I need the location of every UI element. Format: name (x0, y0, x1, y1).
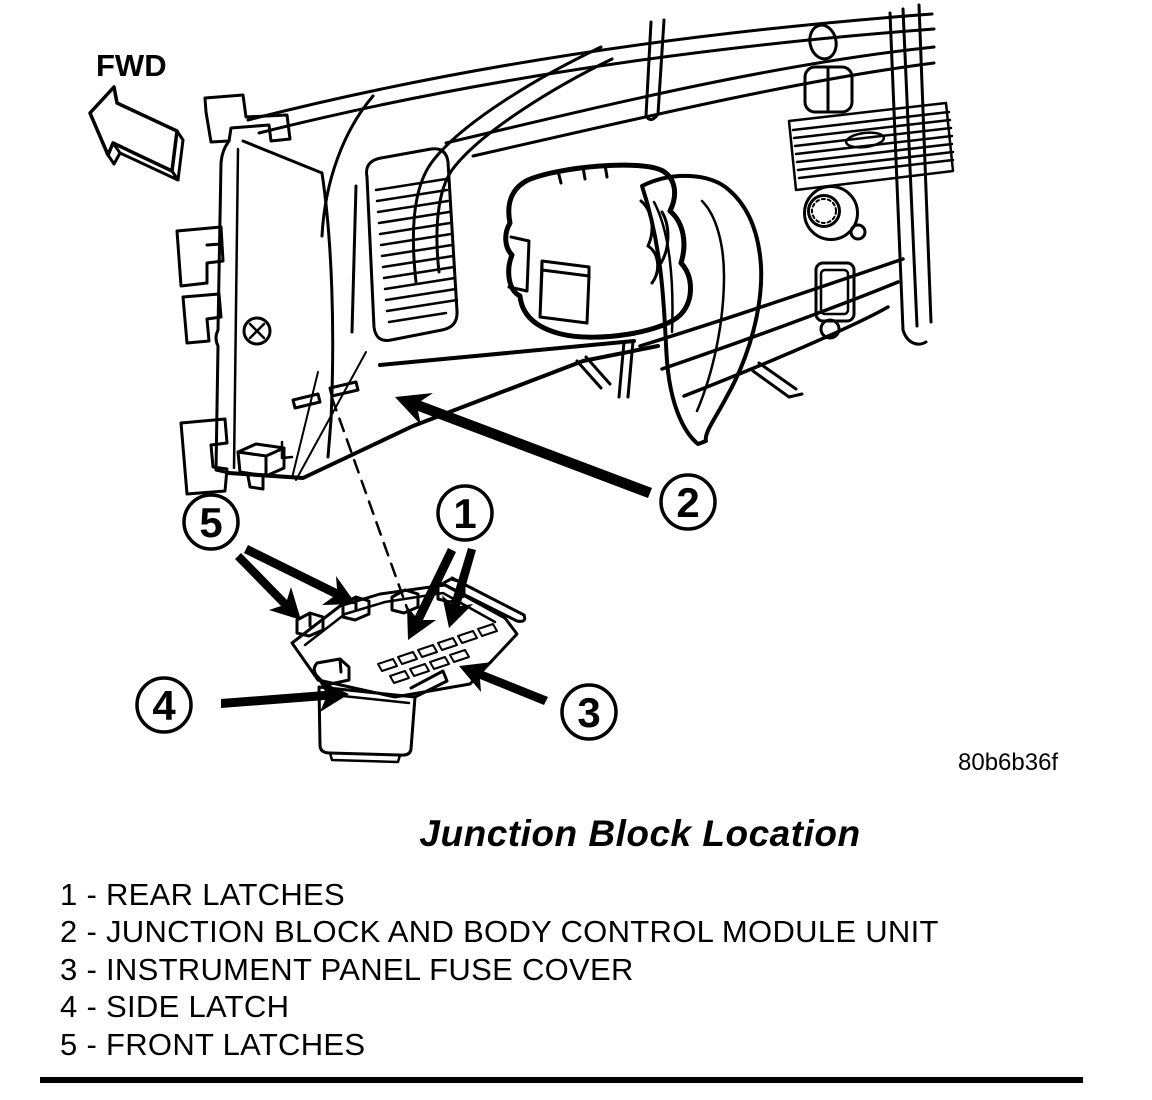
callout-4: 4 (135, 676, 193, 734)
junction-block-diagram: 1 2 3 4 5 FWD 80b6b36f (88, 3, 1058, 776)
callout-2-number: 2 (676, 479, 699, 526)
panel-foot (236, 442, 286, 491)
panel-screw (242, 316, 272, 346)
lower-right-lines (638, 257, 905, 398)
switch-pod-screw (819, 318, 841, 340)
callout-4-number: 4 (152, 682, 176, 729)
vent-logo (844, 131, 886, 149)
opening-left-notch (507, 235, 531, 293)
dash-pad-curve (411, 45, 603, 284)
pointer-v (291, 351, 367, 481)
callout-5-number: 5 (199, 499, 222, 546)
legend-item-junction-block: 2 - JUNCTION BLOCK AND BODY CONTROL MODU… (60, 914, 939, 950)
callout-2: 2 (659, 473, 717, 531)
callout-1-circle (436, 484, 494, 542)
removed-panel (640, 174, 764, 446)
fwd-arrow-depth (106, 129, 185, 182)
headlight-switch-bezel (803, 185, 859, 241)
dash-legs (575, 339, 635, 399)
arrow-rear-latch-right (442, 548, 476, 628)
side-latch (312, 657, 351, 687)
callout-3: 3 (560, 683, 618, 741)
front-latch (295, 611, 325, 638)
handle-bottom (328, 751, 402, 764)
callout-1: 1 (436, 484, 494, 542)
panel-clip (175, 225, 225, 288)
callout-5-circle (182, 493, 240, 551)
small-button (849, 223, 867, 241)
headlight-switch-knob (807, 194, 841, 228)
side-vent (365, 147, 459, 342)
callout-circles: 1 2 3 4 5 (135, 473, 717, 741)
cowl-line (257, 27, 936, 135)
pillar-strip (644, 18, 666, 121)
junction-slot (291, 392, 322, 410)
legend-item-fuse-cover: 3 - INSTRUMENT PANEL FUSE COVER (60, 951, 634, 987)
legend-item-rear-latches: 1 - REAR LATCHES (60, 877, 346, 912)
arrow-rear-latch-left (407, 548, 456, 640)
callout-3-number: 3 (577, 689, 600, 736)
callout-5: 5 (182, 493, 240, 551)
arrow-to-junction-block (395, 393, 652, 498)
removed-panel-fold (695, 199, 726, 413)
panel-bracket-legs (751, 361, 804, 399)
cluster-hole (808, 23, 838, 61)
panel-clip (179, 417, 229, 496)
knee-bolster-edge (378, 339, 636, 367)
page-divider (40, 1077, 1083, 1083)
handle-flange (409, 669, 449, 699)
dash-pad-curve (435, 57, 614, 274)
fwd-arrow (88, 85, 179, 173)
legend-item-front-latches: 5 - FRONT LATCHES (60, 1026, 366, 1062)
figure-caption: Junction Block Location (419, 813, 861, 854)
callout-arrows (221, 393, 652, 712)
cluster-right-edge (888, 3, 933, 346)
callout-3-circle (560, 683, 618, 741)
opening-tabs (556, 163, 609, 185)
opening-inner-box (538, 259, 591, 325)
leader-line-dashed (330, 396, 414, 624)
junction-slot (328, 380, 360, 398)
panel-screw-cross (248, 322, 266, 340)
dashboard-illustration (88, 3, 955, 764)
arrow-fuse-cover (459, 662, 548, 705)
switch-pod-inner (819, 268, 850, 316)
callout-4-circle (135, 676, 193, 734)
arrow-front-latch-right (244, 545, 356, 605)
arrow-side-latch (221, 680, 349, 712)
cowl-line (471, 61, 936, 158)
arrow-front-latch-left (235, 553, 301, 620)
vent-bezel (350, 184, 358, 334)
panel-clip (181, 292, 223, 345)
rear-latch (390, 588, 420, 615)
callout-2-circle (659, 473, 717, 531)
dash-pad-curve (320, 94, 375, 238)
knob-knurl (811, 198, 837, 224)
end-panel-top-edge (241, 139, 324, 175)
end-panel-thickness (232, 147, 240, 470)
vent-louvers (374, 177, 459, 324)
figure-legend: 1 - REAR LATCHES 2 - JUNCTION BLOCK AND … (60, 876, 1100, 1063)
cowl-line (444, 45, 936, 145)
dash-lower-edge (227, 344, 660, 480)
fwd-label: FWD (96, 48, 167, 83)
fuse-cover-top-face (290, 583, 519, 699)
removed-panel-fold (652, 200, 674, 334)
legend-item-side-latch: 4 - SIDE LATCH (60, 989, 290, 1025)
fuse-slots (377, 623, 498, 684)
opening-flange (659, 210, 670, 265)
top-hook-bracket (203, 93, 292, 144)
callout-1-number: 1 (453, 490, 476, 537)
cowl-line (246, 12, 934, 122)
end-panel-left-edge (214, 139, 231, 475)
figure-code: 80b6b36f (958, 749, 1058, 776)
